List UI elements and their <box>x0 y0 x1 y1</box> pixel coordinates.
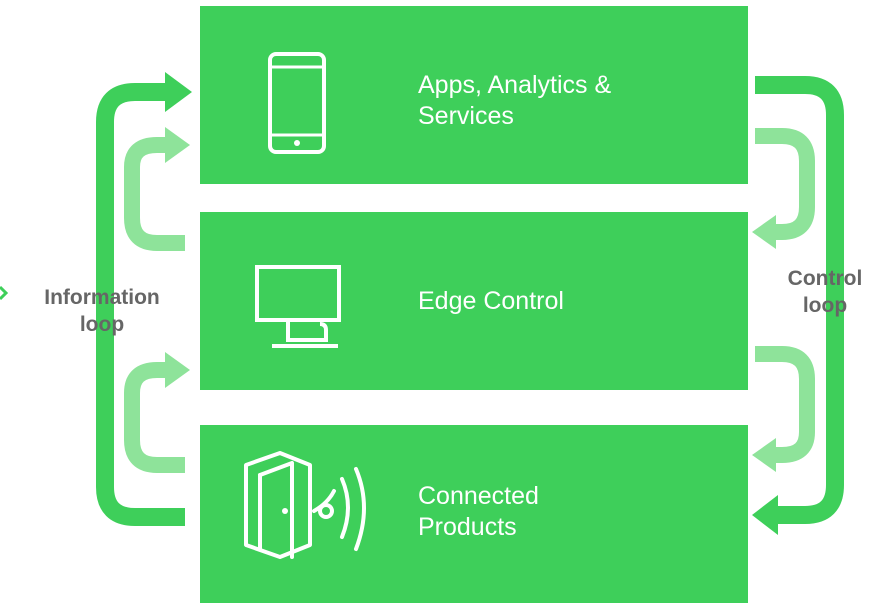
layer-edge-control: Edge Control <box>200 212 748 390</box>
information-loop-inner-arrows <box>124 137 185 473</box>
control-loop-inner-arrowhead-bottom <box>752 438 776 472</box>
layer-label-line1: Apps, Analytics & <box>418 71 612 99</box>
layer-label: Connected Products <box>418 481 539 543</box>
information-loop-outer-arrow <box>96 83 185 526</box>
control-loop-label: Control loop <box>766 265 884 319</box>
layer-label: Edge Control <box>418 286 564 317</box>
info-pointer-icon <box>0 285 9 301</box>
layer-label-line1: Connected <box>418 482 539 510</box>
control-loop-inner-arrows <box>755 128 815 463</box>
control-loop-inner-arrowhead-top <box>752 215 776 249</box>
information-loop-outer-arrowhead <box>165 72 192 112</box>
information-loop-inner-arrowhead-top <box>165 127 190 163</box>
information-loop-inner-arrowhead-bottom <box>165 352 190 388</box>
control-loop-label-line2: loop <box>802 294 848 317</box>
information-loop-label: Information loop <box>22 284 182 338</box>
layer-label-line2: Products <box>418 513 517 541</box>
smartphone-icon <box>268 52 326 154</box>
layer-label-line2: Services <box>418 102 514 130</box>
information-loop-label-line2: loop <box>79 313 125 336</box>
monitor-icon <box>255 265 341 348</box>
information-loop-label-line1: Information <box>44 286 160 309</box>
control-loop-label-line1: Control <box>787 267 863 290</box>
control-loop-outer-arrowhead <box>752 495 778 535</box>
layer-apps-analytics-services: Apps, Analytics & Services <box>200 6 748 184</box>
layer-connected-products: Connected Products <box>200 425 748 603</box>
layer-label: Apps, Analytics & Services <box>418 70 611 132</box>
connected-door-icon <box>244 451 366 559</box>
control-loop-outer-arrow <box>755 76 844 524</box>
layer-label-line1: Edge Control <box>418 287 564 315</box>
